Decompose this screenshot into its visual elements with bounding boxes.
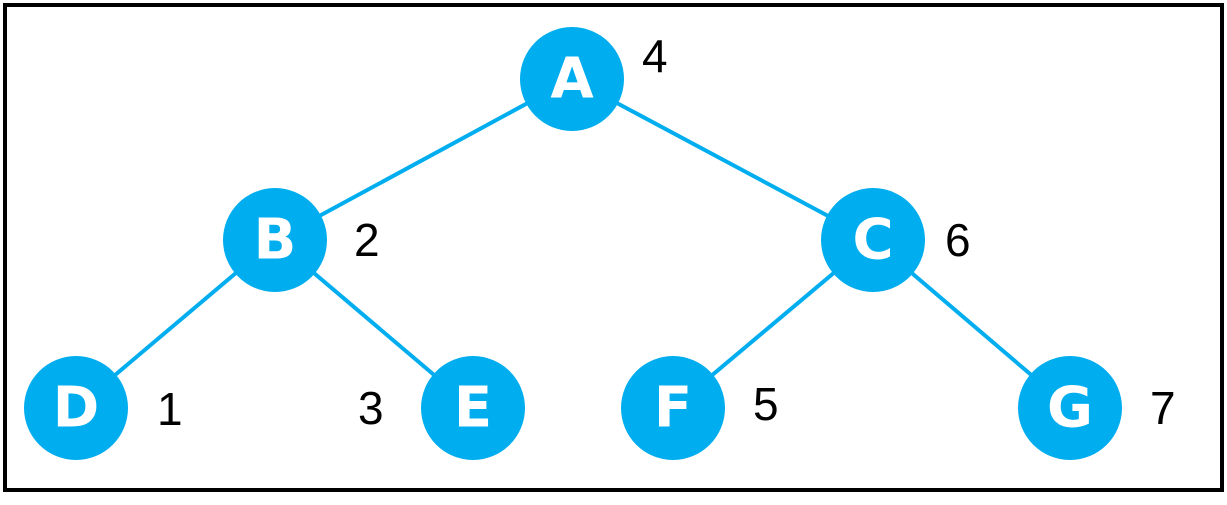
order-label-c: 6	[945, 214, 971, 266]
edge-a-c	[571, 77, 874, 242]
edge-a-b	[274, 77, 573, 242]
node-label: F	[654, 376, 692, 441]
node-circle	[621, 356, 725, 460]
node-circle	[223, 188, 327, 292]
node-b: B	[223, 188, 327, 292]
node-label: A	[550, 47, 594, 112]
order-labels: 4 2 6 1 3 5 7	[157, 30, 1176, 435]
node-circle	[520, 27, 624, 131]
node-label: D	[53, 376, 99, 441]
node-circle	[1018, 356, 1122, 460]
node-e: E	[421, 356, 525, 460]
order-label-d: 1	[157, 383, 183, 435]
order-label-b: 2	[354, 214, 380, 266]
node-d: D	[24, 356, 128, 460]
node-circle	[421, 356, 525, 460]
order-label-f: 5	[753, 378, 779, 430]
node-circle	[24, 356, 128, 460]
node-g: G	[1018, 356, 1122, 460]
order-label-e: 3	[358, 382, 384, 434]
node-a: A	[520, 27, 624, 131]
node-label: G	[1047, 376, 1093, 441]
node-label: B	[254, 208, 297, 273]
order-label-g: 7	[1150, 382, 1176, 434]
diagram-frame	[3, 3, 1224, 492]
node-c: C	[821, 188, 925, 292]
node-label: C	[852, 208, 893, 273]
node-f: F	[621, 356, 725, 460]
node-circle	[821, 188, 925, 292]
node-label: E	[454, 376, 492, 441]
order-label-a: 4	[642, 30, 668, 82]
